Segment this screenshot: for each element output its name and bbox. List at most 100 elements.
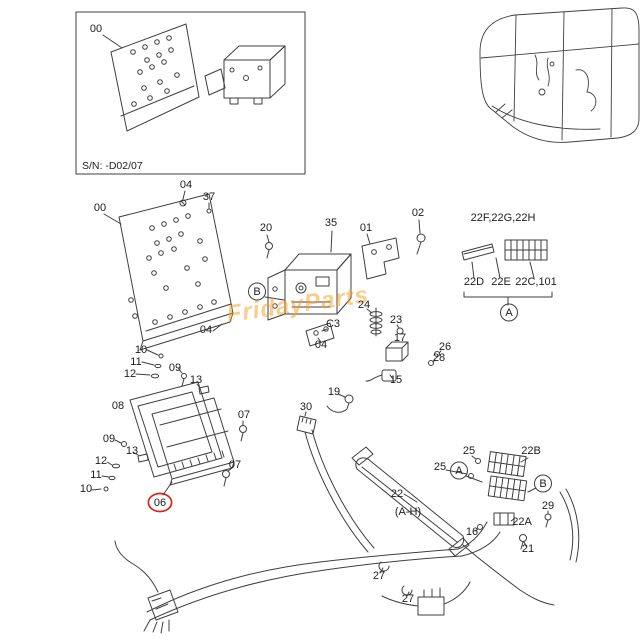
circle-shape xyxy=(468,473,474,479)
circle-shape xyxy=(428,360,434,366)
circle-shape xyxy=(121,441,127,447)
path-shape xyxy=(118,193,234,342)
circle-shape xyxy=(519,534,527,542)
part-label-22d: 22D xyxy=(464,276,484,288)
path-shape xyxy=(545,510,549,528)
rect-shape xyxy=(229,97,239,105)
path-shape xyxy=(480,43,640,59)
circle-shape xyxy=(295,282,307,294)
fuse-connectors xyxy=(445,451,552,550)
harness-plug xyxy=(147,589,179,621)
part-label-04: 04 xyxy=(180,179,192,191)
path-shape xyxy=(559,491,574,561)
path-shape xyxy=(423,587,441,598)
path-shape xyxy=(610,8,613,138)
path-shape xyxy=(106,461,113,466)
part-label-00: 00 xyxy=(94,202,106,214)
ellipse-shape xyxy=(108,475,116,481)
part-label-13: 13 xyxy=(126,445,138,457)
part-label-11: 11 xyxy=(90,469,101,481)
circle-shape xyxy=(132,313,138,319)
part-label-10: 10 xyxy=(135,344,147,356)
path-shape xyxy=(91,488,102,491)
path-shape xyxy=(212,323,328,343)
part-label-00: 00 xyxy=(90,23,102,35)
part-label-25: 25 xyxy=(463,445,475,457)
circle-shape xyxy=(149,64,155,70)
path-shape xyxy=(510,518,515,522)
path-shape xyxy=(489,476,526,501)
path-shape xyxy=(462,544,555,606)
circle-shape xyxy=(323,326,329,332)
path-shape xyxy=(304,411,307,417)
part-label-c3: C3 xyxy=(326,318,340,330)
path-shape xyxy=(311,429,375,549)
circle-shape xyxy=(164,88,170,94)
part-label-22e: 22E xyxy=(491,276,511,288)
path-shape xyxy=(284,253,352,271)
circle-shape xyxy=(161,221,167,227)
path-shape xyxy=(366,233,371,245)
leader-22 xyxy=(403,493,418,503)
path-shape xyxy=(159,408,229,448)
path-shape xyxy=(204,68,226,96)
circle-shape xyxy=(265,242,273,250)
path-shape xyxy=(114,439,122,444)
path-shape xyxy=(223,467,233,487)
part-label-26: 26 xyxy=(439,341,451,353)
circle-shape xyxy=(152,319,158,325)
circle-shape xyxy=(211,299,217,305)
path-shape xyxy=(145,303,232,332)
relay-box-35 xyxy=(264,230,400,321)
path-shape xyxy=(240,420,244,442)
circle-shape xyxy=(182,309,188,315)
ref-circle xyxy=(500,303,518,322)
path-shape xyxy=(330,230,333,253)
part-label-35: 35 xyxy=(325,217,337,229)
path-shape xyxy=(520,541,527,550)
path-shape xyxy=(385,341,409,362)
bracket-01 xyxy=(361,237,400,280)
controller-unit xyxy=(91,349,247,496)
ref-circle xyxy=(450,461,468,480)
part-label-27: 27 xyxy=(373,570,385,582)
circle-shape xyxy=(549,61,555,67)
part-label-11: 11 xyxy=(130,356,141,368)
circle-shape xyxy=(157,79,163,85)
path-shape xyxy=(495,257,501,279)
leader-00-inset xyxy=(102,34,123,49)
path-shape xyxy=(565,488,580,563)
leader-00 xyxy=(103,213,122,225)
part-label-12: 12 xyxy=(124,368,136,380)
circle-shape xyxy=(171,246,177,252)
path-shape xyxy=(120,85,195,117)
circle-shape xyxy=(544,513,552,521)
path-shape xyxy=(513,14,517,122)
cab-seat xyxy=(575,69,597,112)
circle-shape xyxy=(178,231,184,237)
main-mount-plate xyxy=(103,193,234,351)
path-shape xyxy=(177,367,185,387)
path-shape xyxy=(180,190,186,206)
path-shape xyxy=(488,451,526,477)
path-shape xyxy=(135,349,159,376)
part-label-b: B xyxy=(539,478,546,490)
circle-shape xyxy=(174,72,180,78)
path-shape xyxy=(173,450,225,471)
circle-shape xyxy=(141,85,147,91)
ellipse-shape xyxy=(150,373,160,379)
path-shape xyxy=(267,269,286,321)
path-shape xyxy=(457,521,488,550)
part-label-a: A xyxy=(505,307,513,319)
circle-shape xyxy=(229,67,235,73)
path-shape xyxy=(269,45,286,99)
path-shape xyxy=(406,591,410,597)
path-shape xyxy=(151,597,169,610)
sensor-19 xyxy=(344,394,354,404)
controller-06 xyxy=(151,397,235,480)
circle-shape xyxy=(184,265,190,271)
path-shape xyxy=(534,54,540,81)
path-shape xyxy=(495,103,513,119)
